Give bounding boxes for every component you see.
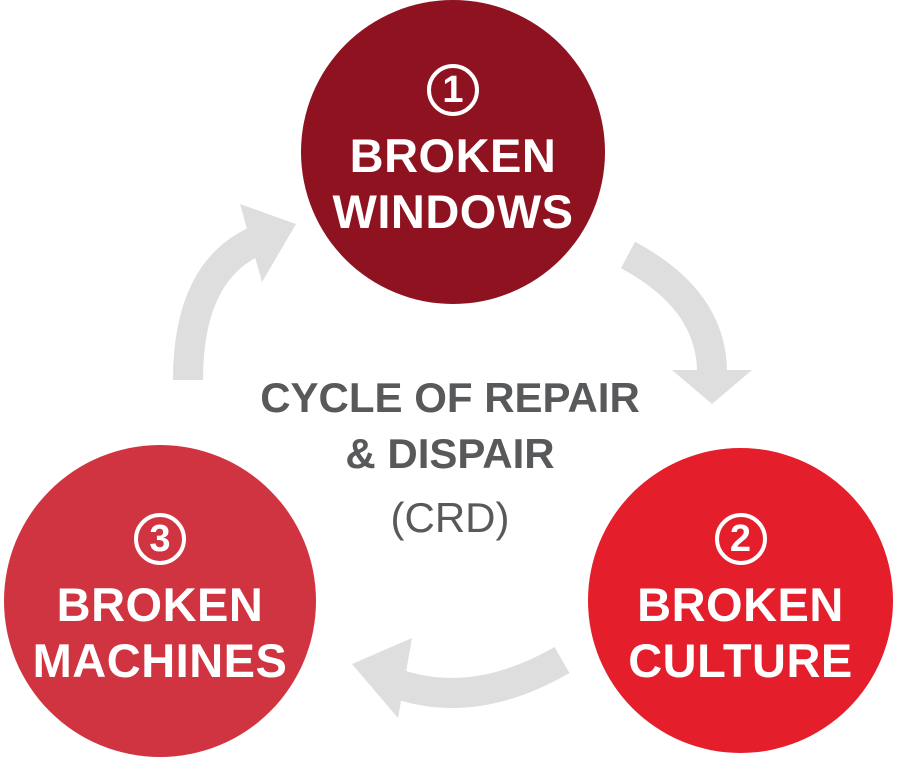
node-1-number-badge: 1 [427, 64, 479, 116]
node-2-number-badge: 2 [714, 512, 767, 565]
center-title-line-1: CYCLE OF REPAIR [260, 374, 640, 421]
node-broken-windows: 1 BROKEN WINDOWS [301, 0, 605, 304]
node-2-label-line-1: BROKEN [637, 577, 844, 631]
center-title-line-2: & DISPAIR [345, 430, 555, 477]
node-3-label-line-2: MACHINES [32, 634, 288, 687]
arrow-3-to-1-head [240, 204, 296, 282]
arrow-1-to-2-head [672, 370, 752, 404]
arrow-3-to-1-shaft [173, 226, 265, 381]
node-3-label-line-1: BROKEN [56, 578, 264, 631]
arrow-2-to-3-shaft [386, 646, 570, 708]
arrow-2-to-3-head [352, 638, 412, 718]
node-1-label-line-2: WINDOWS [332, 185, 574, 238]
arrow-1-to-2-shaft [620, 241, 727, 373]
node-1-label-line-1: BROKEN [349, 129, 557, 182]
center-caption: CYCLE OF REPAIR & DISPAIR (CRD) [230, 370, 670, 550]
arrow-1-to-2 [620, 241, 752, 404]
arrow-2-to-3 [352, 638, 570, 718]
center-abbreviation: (CRD) [390, 494, 510, 541]
node-2-label-line-2: CULTURE [628, 633, 853, 687]
node-3-number-badge: 3 [134, 513, 186, 565]
node-broken-machines: 3 BROKEN MACHINES [4, 445, 316, 757]
arrow-3-to-1 [173, 204, 296, 381]
node-broken-culture: 2 BROKEN CULTURE [588, 448, 893, 753]
